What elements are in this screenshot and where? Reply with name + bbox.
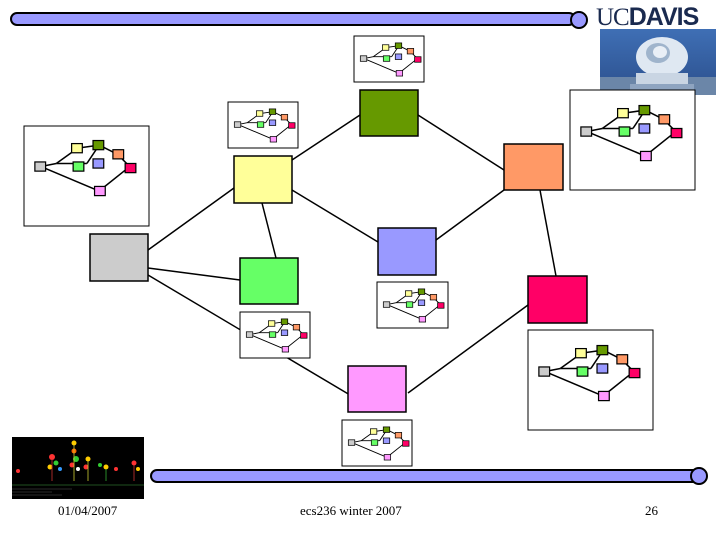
edge-yellow-lightgreen	[261, 202, 277, 259]
edge-gray-yellow	[147, 187, 235, 251]
inset-topology-right-large	[569, 89, 696, 191]
bottom-footer-bar	[150, 469, 702, 483]
ucdavis-logo: UCDAVIS	[596, 3, 700, 32]
node-red	[527, 275, 588, 324]
node-light-green	[239, 257, 299, 305]
node-pink	[347, 365, 407, 413]
footer-course-title: ecs236 winter 2007	[300, 503, 402, 518]
node-yellow	[233, 155, 293, 204]
inset-topology-top-center	[353, 35, 425, 83]
edge-darkgreen-orange	[417, 114, 505, 171]
edge-yellow-blue	[291, 189, 379, 243]
edges	[147, 114, 557, 396]
visualization-thumbnail	[12, 437, 144, 499]
edge-gray-lightgreen	[147, 267, 241, 281]
inset-topology-center-right	[376, 281, 449, 329]
inset-topology-lower-left	[239, 311, 311, 359]
inset-topology-upper-left	[227, 101, 299, 149]
top-title-bar-cap	[570, 11, 588, 29]
edge-red-pink	[407, 304, 529, 394]
footer-page-number: 26	[645, 503, 658, 518]
node-orange	[503, 143, 564, 191]
footer-date: 01/04/2007	[58, 503, 118, 518]
edge-orange-red	[539, 189, 557, 277]
inset-topology-left-large	[23, 125, 150, 227]
logo-davis-text: DAVIS	[628, 3, 700, 31]
edge-yellow-darkgreen	[291, 114, 361, 161]
node-dark-green	[359, 89, 419, 137]
edge-blue-orange	[435, 189, 505, 241]
bottom-footer-bar-cap	[690, 467, 708, 485]
node-blue	[377, 227, 437, 276]
inset-topology-bottom-center	[341, 419, 413, 467]
node-gray	[89, 233, 149, 282]
inset-topology-bottom-right-large	[527, 329, 654, 431]
logo-uc-text: UC	[596, 4, 630, 31]
